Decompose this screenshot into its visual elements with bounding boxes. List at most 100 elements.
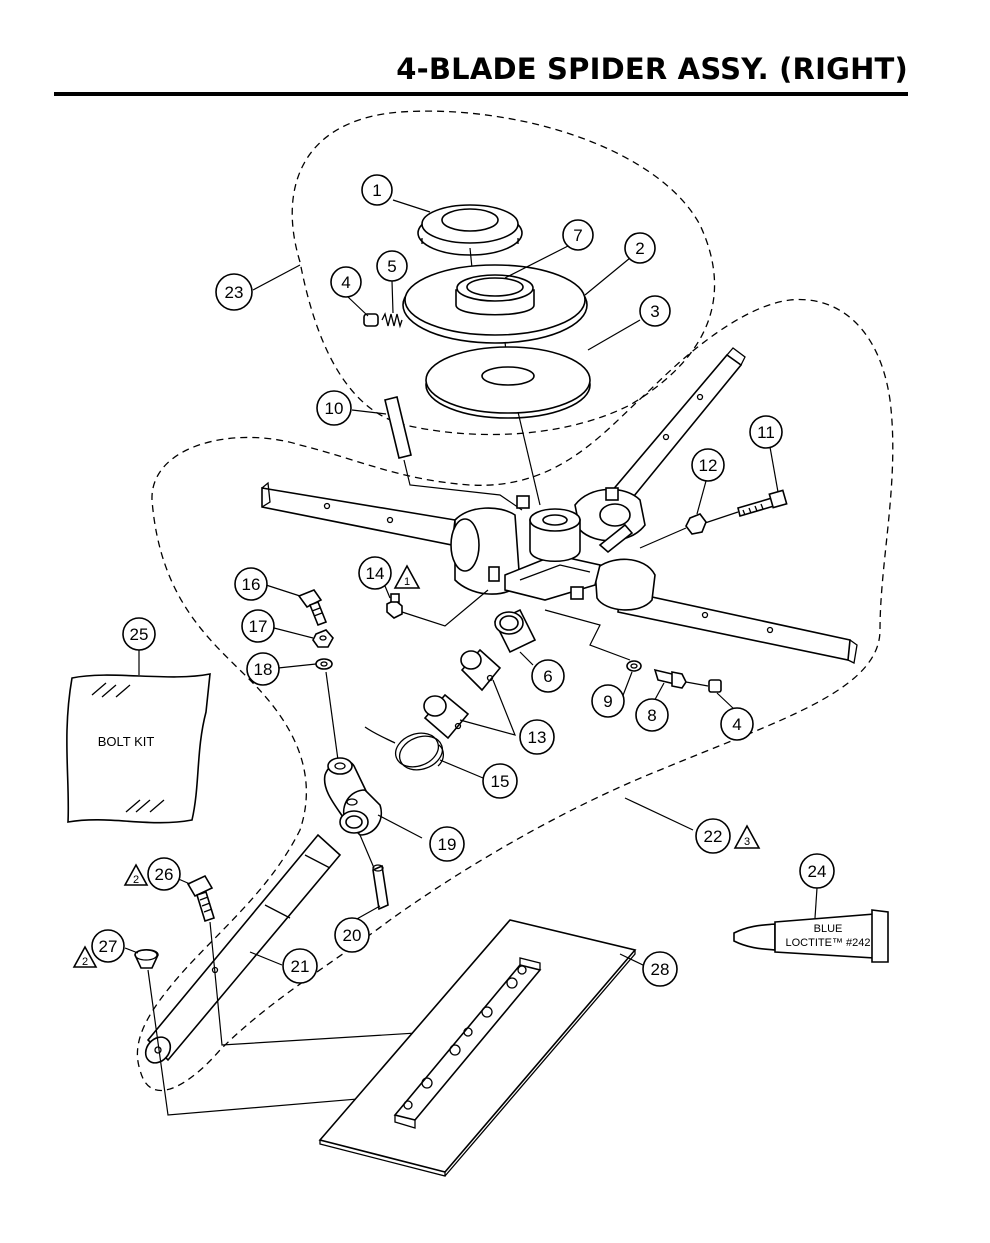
flange-disc-part: [402, 264, 588, 344]
fitting-part: [653, 668, 687, 689]
callout-8: 8: [635, 698, 669, 732]
group-22-boundary: [136, 298, 894, 1092]
grease-fitting-part: [386, 593, 403, 619]
note-triangle-14: 1: [393, 564, 421, 589]
torsion-spring-part: [364, 726, 445, 771]
svg-text:5: 5: [387, 257, 396, 276]
callout-10: 10: [316, 390, 352, 426]
note-triangle-27: 2: [72, 945, 98, 968]
note-triangle-26: 2: [123, 863, 149, 886]
main-shaft-part: [144, 833, 342, 1064]
svg-text:22: 22: [704, 827, 723, 846]
svg-text:2: 2: [635, 239, 644, 258]
svg-text:28: 28: [651, 960, 670, 979]
lock-nut-part: [312, 629, 334, 648]
callout-4-lower: 4: [720, 707, 754, 741]
page-title: 4-BLADE SPIDER ASSY. (RIGHT): [396, 52, 908, 86]
svg-text:8: 8: [647, 706, 656, 725]
callout-28: 28: [642, 951, 678, 987]
seal-ring-part: [417, 204, 523, 256]
callout-16: 16: [234, 567, 268, 601]
callout-14: 14: [358, 556, 392, 590]
callout-3: 3: [639, 295, 671, 327]
blade-part: [318, 919, 637, 1177]
svg-text:27: 27: [99, 937, 118, 956]
svg-text:2: 2: [82, 956, 88, 968]
loctite-line1: BLUE: [814, 923, 843, 935]
svg-text:1: 1: [372, 181, 381, 200]
svg-text:1: 1: [404, 576, 410, 588]
spider-hub: [450, 487, 656, 611]
cap-screw-part: [737, 489, 788, 518]
svg-text:12: 12: [699, 456, 718, 475]
svg-text:2: 2: [133, 874, 139, 886]
callout-11: 11: [749, 415, 783, 449]
svg-text:3: 3: [650, 302, 659, 321]
svg-text:24: 24: [808, 862, 827, 881]
crank-arm-part: [323, 757, 382, 836]
callout-19: 19: [429, 826, 465, 862]
svg-text:7: 7: [573, 226, 582, 245]
callout-12: 12: [691, 448, 725, 482]
callout-1: 1: [361, 174, 393, 206]
svg-text:26: 26: [155, 865, 174, 884]
callout-22: 22: [695, 818, 731, 854]
svg-text:16: 16: [242, 575, 261, 594]
svg-text:9: 9: [603, 692, 612, 711]
title-rule: [54, 92, 908, 96]
callout-2: 2: [624, 232, 656, 264]
loctite-tube: BLUE LOCTITE™ #242: [733, 909, 889, 963]
svg-text:17: 17: [249, 617, 268, 636]
callout-13: 13: [519, 719, 555, 755]
svg-text:18: 18: [254, 660, 273, 679]
hex-nut-part: [685, 513, 707, 535]
spring-part: [381, 312, 403, 329]
bolt-kit-label: BOLT KIT: [98, 734, 155, 749]
svg-text:19: 19: [438, 835, 457, 854]
callout-21: 21: [282, 948, 318, 984]
svg-text:4: 4: [732, 715, 741, 734]
callout-26: 26: [147, 857, 181, 891]
callout-27: 27: [91, 929, 125, 963]
callout-15: 15: [482, 763, 518, 799]
callout-7: 7: [562, 219, 594, 251]
bushing-part: [493, 608, 537, 654]
svg-text:23: 23: [225, 283, 244, 302]
split-bushings-part: [423, 648, 502, 740]
note-triangle-22: 3: [733, 824, 761, 849]
callout-23: 23: [215, 273, 253, 311]
callout-20: 20: [334, 917, 370, 953]
set-screw-part: [363, 313, 379, 327]
callout-9: 9: [591, 684, 625, 718]
svg-text:15: 15: [491, 772, 510, 791]
svg-text:4: 4: [341, 273, 350, 292]
washer-part: [626, 660, 642, 672]
svg-text:3: 3: [744, 836, 750, 848]
callout-17: 17: [241, 609, 275, 643]
callout-4-upper: 4: [330, 266, 362, 298]
bolt-kit-bag: BOLT KIT: [66, 673, 211, 824]
callout-6: 6: [531, 659, 565, 693]
svg-text:20: 20: [343, 926, 362, 945]
pin-part: [372, 864, 389, 911]
callout-25: 25: [122, 617, 156, 651]
callout-24: 24: [799, 853, 835, 889]
svg-text:6: 6: [543, 667, 552, 686]
countersunk-nut-part: [134, 948, 159, 969]
hex-bolt-part: [297, 589, 328, 627]
roll-pin-part: [384, 396, 412, 459]
cap-part: [708, 679, 722, 693]
flat-washer-part: [315, 658, 333, 670]
svg-text:10: 10: [325, 399, 344, 418]
loctite-line2: LOCTITE™ #242: [786, 937, 871, 949]
svg-text:13: 13: [528, 728, 547, 747]
group-23-boundary: [291, 110, 716, 436]
spider-arms: [261, 347, 858, 664]
flat-head-bolt-part: [186, 874, 215, 923]
callout-18: 18: [246, 652, 280, 686]
flat-disc-part: [425, 346, 591, 419]
callout-5: 5: [376, 250, 408, 282]
svg-text:21: 21: [291, 957, 310, 976]
